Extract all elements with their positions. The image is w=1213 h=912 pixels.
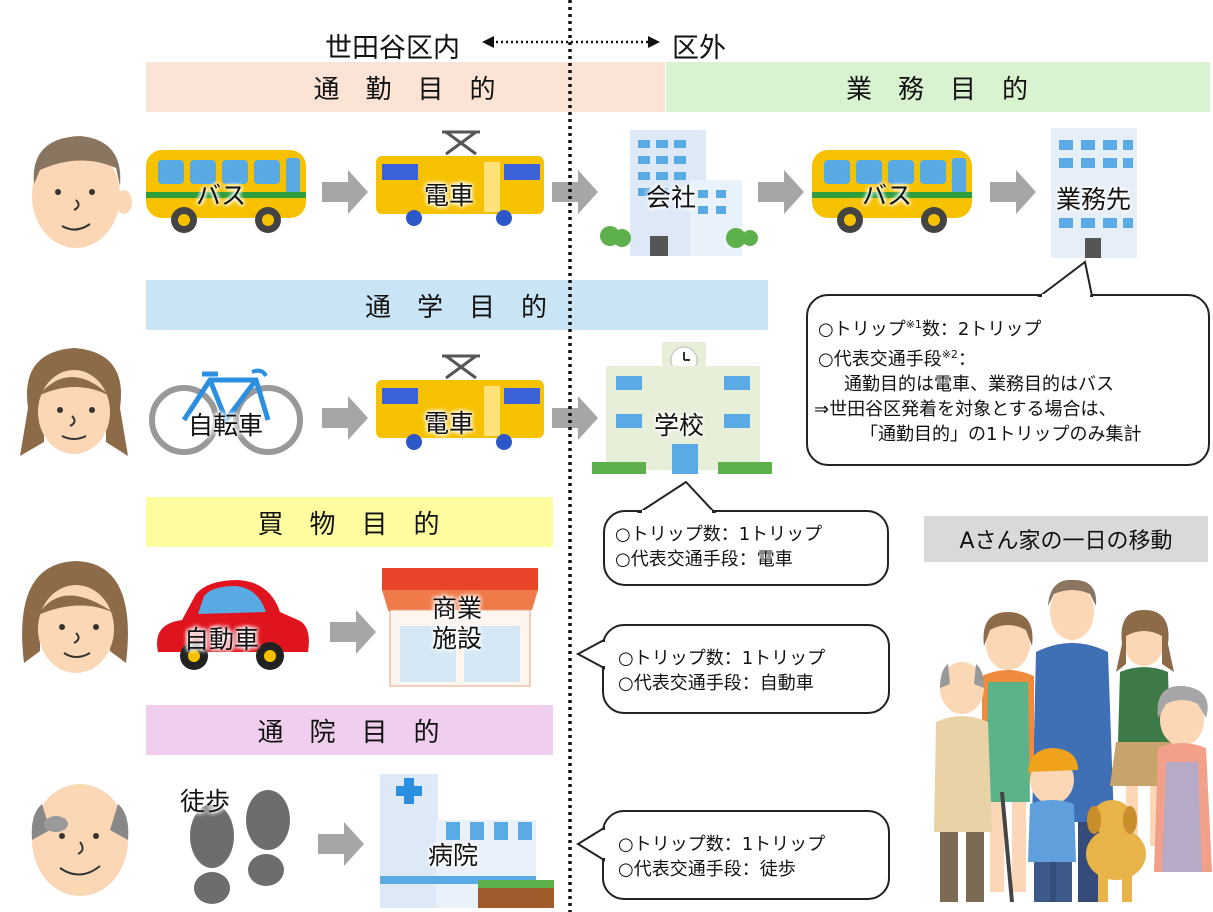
callout-line: ⇒世田谷区発着を対象とする場合は、 <box>814 399 1117 420</box>
bicycle-label: 自転車 <box>188 411 264 440</box>
family-title: Aさん家の一日の移動 <box>959 529 1173 554</box>
arrow-right-icon <box>318 822 364 866</box>
band-char: 目 <box>950 74 979 105</box>
mother-face <box>22 561 128 673</box>
callout-line: 「通勤目的」の1トリップのみ集計 <box>860 424 1142 445</box>
band-char: 目 <box>361 717 390 748</box>
family-title-box: Aさん家の一日の移動 <box>924 516 1208 562</box>
outside-ward-label: 区外 <box>672 33 726 64</box>
shopping-purpose-band: 買物目的 <box>146 497 553 547</box>
shopping-facility-label: 商業 施設 <box>432 594 482 654</box>
band-char: 的 <box>1002 74 1031 105</box>
band-char: 目 <box>469 292 498 323</box>
car-icon <box>157 580 309 670</box>
band-char: 的 <box>413 717 442 748</box>
grandfather-trip-callout: ○トリップ数：1トリップ ○代表交通手段：徒歩 <box>602 810 890 900</box>
hospital-label: 病院 <box>428 841 479 870</box>
callout-line: ○代表交通手段※2： <box>808 342 1208 372</box>
company-label: 会社 <box>646 183 697 212</box>
daughter-face <box>20 348 128 456</box>
bicycle-icon <box>149 368 303 455</box>
band-char: 務 <box>897 74 926 105</box>
band-char: 目 <box>417 74 446 105</box>
school-building-icon <box>592 342 772 474</box>
band-char: 通 <box>313 74 342 105</box>
footnote-mark: ※1 <box>905 318 922 331</box>
bus-label: バス <box>196 181 247 210</box>
inside-ward-label: 世田谷区内 <box>325 33 460 64</box>
car-label: 自動車 <box>184 625 260 654</box>
father-face <box>32 136 132 248</box>
arrow-right-icon <box>330 610 376 654</box>
callout-line: ○代表交通手段：自動車 <box>618 673 814 694</box>
grandfather-face <box>31 784 129 896</box>
hospital-building-icon <box>380 774 554 908</box>
band-char: 買 <box>257 509 286 540</box>
callout-line: ○代表交通手段：徒歩 <box>618 859 796 880</box>
band-char: 的 <box>413 509 442 540</box>
band-char: 院 <box>309 717 338 748</box>
family-illustration-icon <box>934 579 1212 903</box>
father-trip-callout: ○トリップ※1数：2トリップ ○代表交通手段※2： 通勤目的は電車、業務目的はバ… <box>806 294 1210 466</box>
shopping-facility-icon <box>382 568 538 687</box>
school-purpose-band: 通学目的 <box>146 280 768 330</box>
band-char: 通 <box>257 717 286 748</box>
office-building-icon <box>600 130 758 256</box>
mother-trip-callout: ○トリップ数：1トリップ ○代表交通手段：自動車 <box>602 624 890 714</box>
callout-text: ○トリップ <box>818 319 906 340</box>
shop-label-line1: 商業 <box>432 594 483 623</box>
callout-text: ： <box>957 349 976 370</box>
band-char: 勤 <box>365 74 394 105</box>
boundary-arrow-right-head <box>648 36 660 48</box>
arrow-right-icon <box>322 396 368 440</box>
arrow-right-icon <box>758 170 804 214</box>
band-char: 業 <box>845 74 874 105</box>
bus-label: バス <box>862 181 913 210</box>
callout-line: ○代表交通手段：電車 <box>615 549 793 570</box>
band-char: 目 <box>361 509 390 540</box>
arrow-right-icon <box>322 170 368 214</box>
callout-text: ○代表交通手段 <box>818 349 942 370</box>
footnote-mark: ※2 <box>941 348 958 361</box>
walk-label: 徒歩 <box>180 787 231 816</box>
business-destination-label: 業務先 <box>1056 185 1132 214</box>
shop-label-line2: 施設 <box>432 624 483 653</box>
business-building-icon <box>1051 128 1137 258</box>
daughter-trip-callout: ○トリップ数：1トリップ ○代表交通手段：電車 <box>603 510 889 586</box>
commute-purpose-band: 通勤目的 <box>146 62 665 112</box>
callout-line: ○トリップ数：1トリップ <box>618 648 826 669</box>
band-char: 的 <box>469 74 498 105</box>
callout-line: ○トリップ数：1トリップ <box>615 524 823 545</box>
callout-line: 通勤目的は電車、業務目的はバス <box>844 374 1114 395</box>
hospital-purpose-band: 通院目的 <box>146 705 553 755</box>
band-char: 学 <box>416 292 445 323</box>
band-char: 通 <box>364 292 393 323</box>
school-label: 学校 <box>654 411 705 440</box>
callout-line: ○トリップ※1数：2トリップ <box>808 312 1208 342</box>
band-char: 物 <box>309 509 338 540</box>
boundary-arrow-left-head <box>482 36 494 48</box>
footprints-icon <box>190 790 290 904</box>
callout-line: ○トリップ数：1トリップ <box>618 834 826 855</box>
callout-text: 数：2トリップ <box>921 319 1042 340</box>
band-char: 的 <box>521 292 550 323</box>
train-label: 電車 <box>424 409 475 438</box>
train-label: 電車 <box>424 181 475 210</box>
business-purpose-band: 業務目的 <box>666 62 1210 112</box>
arrow-right-icon <box>990 170 1036 214</box>
